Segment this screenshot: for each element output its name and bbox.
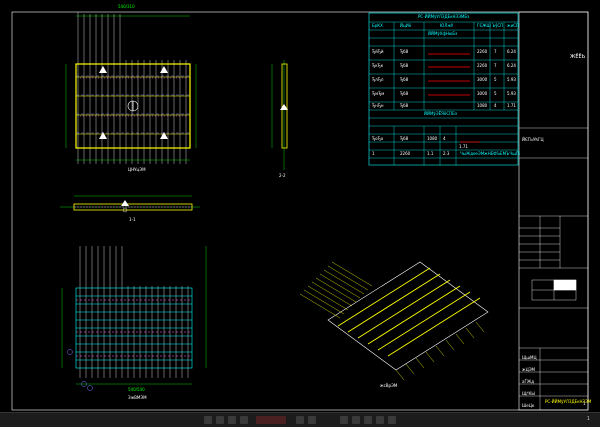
row2-c0: 1 bbox=[372, 151, 375, 156]
table-title-2: ЙЙМўХфНюБэ bbox=[428, 31, 458, 36]
row-4-qty: 4 bbox=[494, 103, 497, 108]
plan-view-label: ЦНУцЭМ bbox=[128, 167, 146, 172]
title-block-frame bbox=[518, 11, 589, 411]
row-5-wt: 1.71 bbox=[459, 144, 468, 149]
plan-view-top bbox=[65, 12, 197, 164]
row-4-wt: 1.71 bbox=[507, 103, 516, 108]
row-2-id: ЂлЂл bbox=[372, 77, 384, 82]
row-2-qty: 5 bbox=[494, 77, 497, 82]
row-3-len: 3000 bbox=[477, 91, 488, 96]
field-0: ЩшМЦ bbox=[522, 355, 537, 360]
app-icon-11[interactable] bbox=[388, 416, 396, 424]
field-2: аЃЖд bbox=[522, 379, 534, 384]
row-2-spec: Ђб8 bbox=[400, 77, 409, 82]
section-1-1 bbox=[60, 195, 200, 213]
row-3-spec: Ђб8 bbox=[400, 91, 409, 96]
table-header-3: ГЄЖШ bbox=[477, 23, 491, 28]
section-2-2-label: 2-2 bbox=[279, 173, 286, 178]
table-header-4: Ъ§СП bbox=[492, 23, 504, 28]
app-icon-2[interactable] bbox=[216, 416, 224, 424]
field-3: ЩѓКЫ bbox=[522, 391, 535, 396]
row-4-spec: Ђб8 bbox=[400, 103, 409, 108]
dim-bottom-label: 540/540 bbox=[128, 387, 145, 392]
table-note: ЧыЖдееЭМжНЕФЪЕМЪЧщПі bbox=[460, 151, 520, 156]
app-icon-4[interactable] bbox=[240, 416, 248, 424]
row-3-wt: 5.93 bbox=[507, 91, 516, 96]
iso-view-label: жсВрЭМ bbox=[380, 383, 398, 388]
row-5-qty: 4 bbox=[443, 136, 446, 141]
sheet-frame bbox=[11, 11, 589, 411]
app-icon-8[interactable] bbox=[352, 416, 360, 424]
table-title-1: PC-ЙЙМўУЛЗДЕкНЗЭМБэ bbox=[418, 14, 470, 19]
project-name: ЙЄГЬУћГЦ bbox=[522, 137, 544, 142]
row-3-id: ЂмЂм bbox=[372, 91, 385, 96]
field-4: ШеЦк bbox=[522, 403, 535, 408]
row-0-qty: 7 bbox=[494, 49, 497, 54]
row-5-spec: Ђб8 bbox=[400, 136, 409, 141]
row-1-id: ЂкЂк bbox=[372, 63, 384, 68]
row-0-id: ЂйЂй bbox=[372, 49, 384, 54]
rebar-table bbox=[368, 12, 519, 166]
app-icon-9[interactable] bbox=[364, 416, 372, 424]
dim-top-label: 540/310 bbox=[118, 4, 135, 9]
field-1: жЦЭМ bbox=[522, 367, 535, 372]
row-1-wt: 6.24 bbox=[507, 63, 516, 68]
row-4-id: ЂнЂн bbox=[372, 103, 384, 108]
row-5-len: 1080 bbox=[427, 136, 438, 141]
table-header-0: БрКХ bbox=[372, 23, 383, 28]
app-icon-1[interactable] bbox=[204, 416, 212, 424]
plan-view-bottom bbox=[61, 246, 207, 391]
app-icon-7[interactable] bbox=[340, 416, 348, 424]
section-1-1-label: 1-1 bbox=[129, 217, 136, 222]
app-icon-10[interactable] bbox=[376, 416, 384, 424]
section-2-2 bbox=[271, 60, 288, 170]
row2-c1: 2260 bbox=[400, 151, 411, 156]
page-indicator: 1 bbox=[586, 416, 590, 422]
table-header-2: ЮЛжУ bbox=[440, 23, 454, 28]
row-1-spec: Ђб8 bbox=[400, 63, 409, 68]
row2-c2: 1.1 bbox=[427, 151, 434, 156]
active-app-tab[interactable] bbox=[256, 416, 286, 424]
app-icon-3[interactable] bbox=[228, 416, 236, 424]
row-0-wt: 6.24 bbox=[507, 49, 516, 54]
row-3-qty: 5 bbox=[494, 91, 497, 96]
app-icon-5[interactable] bbox=[296, 416, 304, 424]
isometric-view bbox=[299, 261, 489, 381]
table-header-1: ЙцИё bbox=[400, 23, 412, 28]
taskbar: 1 bbox=[0, 412, 600, 427]
bottom-plan-label: ЗжВМЭМ bbox=[128, 395, 147, 400]
drawing-name: PC-ЙЙМўУЛЗДЕкНЗЭМ bbox=[545, 399, 592, 404]
sheet-number: 1 bbox=[583, 401, 586, 406]
title-top: ЖЁЁЬ bbox=[570, 54, 586, 60]
row-2-len: 3000 bbox=[477, 77, 488, 82]
table-title-3: ЙЙМўЭЁЯёСПБэ bbox=[424, 111, 458, 116]
table-header-5: жиСП bbox=[507, 23, 520, 28]
row-2-wt: 5.93 bbox=[507, 77, 516, 82]
row-5-id: ЂоЂо bbox=[372, 136, 384, 141]
row2-c3: 2.3 bbox=[443, 151, 450, 156]
row-1-qty: 7 bbox=[494, 63, 497, 68]
app-icon-6[interactable] bbox=[308, 416, 316, 424]
row-0-len: 2260 bbox=[477, 49, 488, 54]
row-4-len: 1080 bbox=[477, 103, 488, 108]
row-1-len: 2260 bbox=[477, 63, 488, 68]
title-block bbox=[519, 127, 588, 410]
row-0-spec: Ђб8 bbox=[400, 49, 409, 54]
